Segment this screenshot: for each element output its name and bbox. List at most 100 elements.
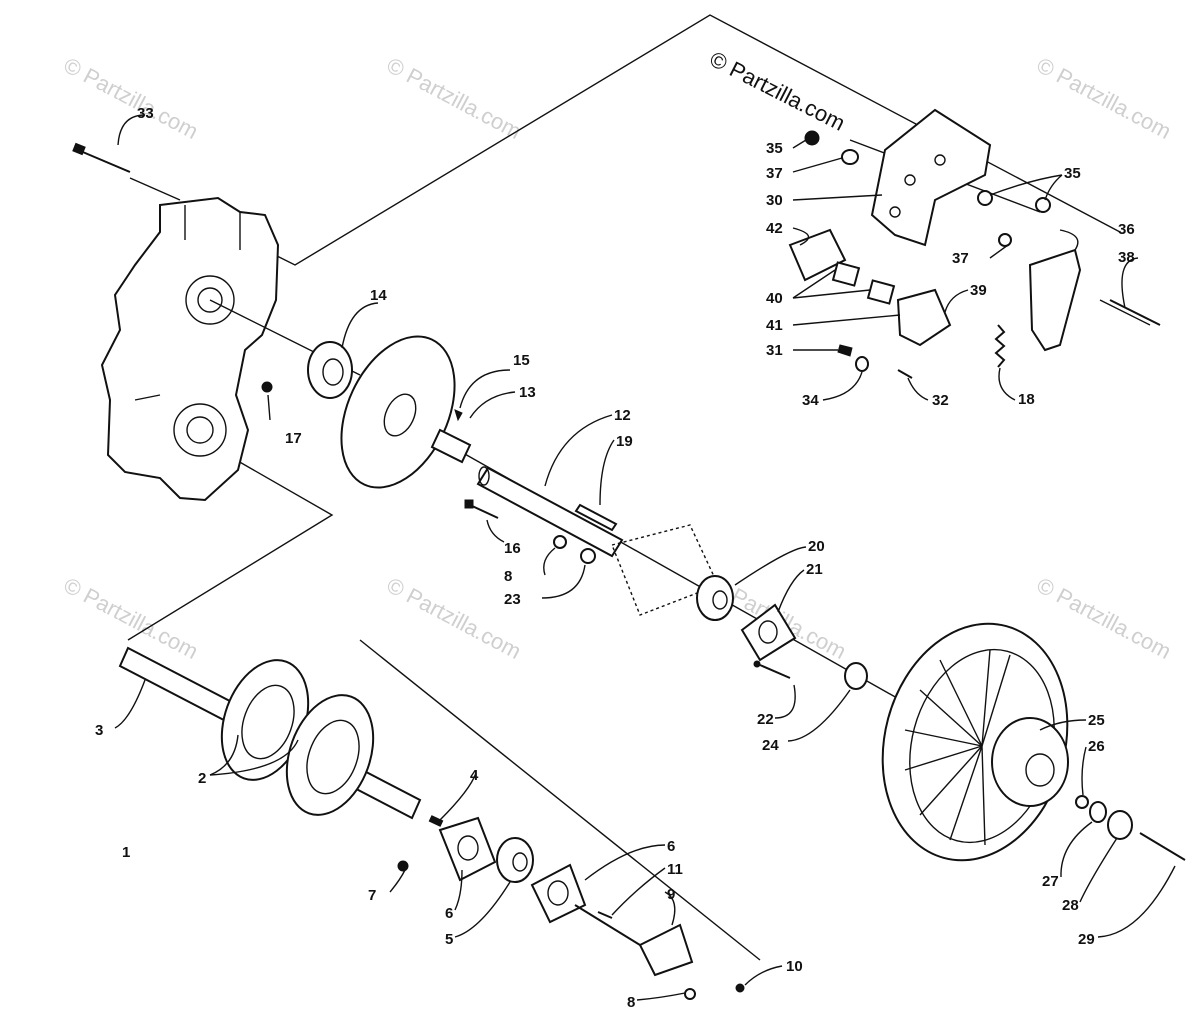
callout-34: 34	[802, 392, 819, 409]
washer-27	[1089, 801, 1107, 823]
key-4	[428, 815, 444, 827]
drive-shaft-3	[118, 646, 422, 820]
callout-37b: 37	[952, 250, 969, 267]
bolt-7	[397, 860, 409, 872]
callout-5: 5	[445, 931, 453, 948]
callout-26: 26	[1088, 738, 1105, 755]
spacer-37-mid	[998, 233, 1012, 247]
pin-11	[597, 911, 613, 919]
flange-6b	[530, 863, 587, 924]
bolt-22	[753, 660, 791, 679]
watermark-2: © Partzilla.com	[383, 52, 526, 144]
watermark-1: © Partzilla.com	[60, 52, 203, 144]
callout-4: 4	[470, 767, 479, 784]
callout-2: 2	[198, 770, 206, 787]
key-19	[574, 503, 618, 532]
assembly-frame-lines	[127, 14, 1121, 641]
bolt-29	[1139, 832, 1186, 861]
callout-17: 17	[285, 430, 302, 447]
callout-16: 16	[504, 540, 521, 557]
callout-39: 39	[970, 282, 987, 299]
leader-lines	[114, 114, 1176, 1001]
washer-28	[1107, 810, 1133, 840]
callout-29: 29	[1078, 931, 1095, 948]
watermark-3: © Partzilla.com	[1033, 52, 1176, 144]
callout-11: 11	[667, 861, 683, 878]
pin-31	[837, 344, 853, 357]
bracket-36	[1028, 248, 1082, 352]
nut-35-left	[804, 130, 820, 146]
callout-33: 33	[137, 105, 154, 122]
boot-40-b	[866, 279, 896, 305]
bearing-20	[696, 575, 734, 621]
callout-25: 25	[1088, 712, 1105, 729]
callout-30: 30	[766, 192, 783, 209]
callout-1: 1	[122, 844, 130, 861]
callout-18: 18	[1018, 391, 1035, 408]
bolt-33	[72, 142, 131, 173]
callout-36: 36	[1118, 221, 1135, 238]
callout-22: 22	[757, 711, 774, 728]
shaft-stub	[430, 409, 472, 464]
callout-7: 7	[368, 887, 376, 904]
spacer-37-top	[841, 149, 859, 165]
chaincase-housing	[100, 196, 280, 502]
callout-20: 20	[808, 538, 825, 555]
bolt-38	[1109, 299, 1161, 326]
callout-24: 24	[762, 737, 779, 754]
callout-42: 42	[766, 220, 783, 237]
callout-23: 23	[504, 591, 521, 608]
callout-40: 40	[766, 290, 783, 307]
callout-8b: 8	[627, 994, 635, 1009]
bearing-5	[496, 837, 534, 883]
nut-8-upper	[553, 535, 567, 549]
copyright-text: © Partzilla.com	[706, 46, 849, 136]
callout-6b: 6	[667, 838, 675, 855]
pin-32	[897, 369, 913, 379]
callout-10: 10	[786, 958, 803, 975]
callout-37a: 37	[766, 165, 783, 182]
bracket-30	[870, 108, 992, 247]
watermark-5: © Partzilla.com	[383, 572, 526, 664]
callout-31: 31	[766, 342, 783, 359]
nut-17	[261, 381, 273, 393]
callout-32: 32	[932, 392, 949, 409]
bolt-16	[464, 499, 499, 519]
callout-28: 28	[1062, 897, 1079, 914]
callout-6a: 6	[445, 905, 453, 922]
callout-13: 13	[519, 384, 536, 401]
caliper-39	[896, 288, 952, 347]
bolt-10	[735, 983, 745, 993]
washer-24	[844, 662, 868, 690]
callout-19: 19	[616, 433, 633, 450]
callout-35a: 35	[766, 140, 783, 157]
sprocket-2b	[285, 694, 375, 816]
callout-35b: 35	[1064, 165, 1081, 182]
callout-41: 41	[766, 317, 783, 334]
callout-labels: 1 2 3 4 5 6 6 7 8 8 9 10 11 12 13 14 15 …	[95, 105, 1135, 1009]
flange-6a	[438, 816, 497, 882]
callout-14: 14	[370, 287, 387, 304]
watermark-7: © Partzilla.com	[1033, 572, 1176, 664]
washer-26	[1075, 795, 1089, 809]
bearing-flange-14	[307, 341, 353, 399]
callout-38: 38	[1118, 249, 1135, 266]
driven-clutch-25	[881, 622, 1069, 862]
housing-9	[574, 904, 694, 977]
callout-12: 12	[614, 407, 631, 424]
flange-21	[740, 603, 797, 662]
callout-9: 9	[667, 886, 675, 903]
nut-8-lower	[684, 988, 696, 1000]
boot-40-a	[831, 261, 861, 287]
washer-23	[580, 548, 596, 564]
callout-3: 3	[95, 722, 103, 739]
nut-35-right-a	[977, 190, 993, 206]
tube-12	[476, 466, 624, 558]
callout-21: 21	[806, 561, 823, 578]
nut-35-right-b	[1035, 197, 1051, 213]
spring-18	[994, 324, 1006, 368]
clip-34	[855, 356, 869, 372]
callout-8a: 8	[504, 568, 512, 585]
callout-27: 27	[1042, 873, 1059, 890]
